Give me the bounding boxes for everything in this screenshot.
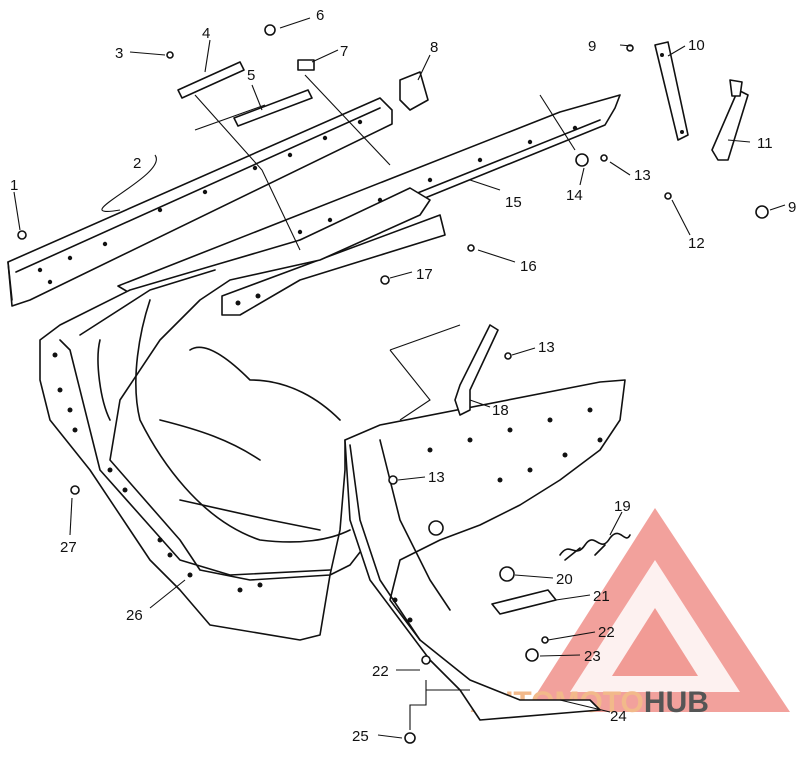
part-main-body <box>39 187 431 641</box>
callout-15: 15 <box>505 194 522 211</box>
callout-23: 23 <box>584 648 601 665</box>
callout-19: 19 <box>614 498 631 515</box>
callout-labels: 1 2 3 4 5 6 7 8 9 10 11 9 12 13 14 15 16… <box>10 7 796 745</box>
part-hinge-strap <box>654 41 689 141</box>
callout-13b: 13 <box>538 339 555 356</box>
part-strip <box>233 89 313 127</box>
callout-9b: 9 <box>788 199 796 216</box>
part-upper-rail <box>7 97 393 307</box>
callout-8: 8 <box>430 39 438 56</box>
callout-3: 3 <box>115 45 123 62</box>
callout-6: 6 <box>316 7 324 24</box>
assembly-lines <box>194 74 576 421</box>
part-clip <box>399 71 429 111</box>
callout-17: 17 <box>416 266 433 283</box>
callout-24: 24 <box>610 708 627 725</box>
callout-4: 4 <box>202 25 210 42</box>
callout-27: 27 <box>60 539 77 556</box>
part-arm <box>711 79 749 161</box>
callout-21: 21 <box>593 588 610 605</box>
callout-9a: 9 <box>588 38 596 55</box>
callout-14: 14 <box>566 187 583 204</box>
callout-5: 5 <box>247 67 255 84</box>
callout-18: 18 <box>492 402 509 419</box>
part-spring <box>559 532 631 561</box>
callout-16: 16 <box>520 258 537 275</box>
watermark-logo: AUTOMOTOHUB <box>470 508 790 719</box>
leader-lines <box>13 17 786 739</box>
callout-20: 20 <box>556 571 573 588</box>
part-mounting-plate <box>221 214 446 316</box>
callout-22a: 22 <box>598 624 615 641</box>
callout-26: 26 <box>126 607 143 624</box>
callout-1: 1 <box>10 177 18 194</box>
callout-13a: 13 <box>634 167 651 184</box>
fasteners <box>17 24 769 744</box>
callout-10: 10 <box>688 37 705 54</box>
callout-12: 12 <box>688 235 705 252</box>
callout-2: 2 <box>133 155 141 172</box>
callout-13c: 13 <box>428 469 445 486</box>
callout-11: 11 <box>757 135 773 152</box>
part-tab <box>177 61 245 99</box>
part-small-plate <box>491 589 557 615</box>
part-bracket <box>454 324 499 416</box>
part-front-panel <box>344 379 626 721</box>
callout-22b: 22 <box>372 663 389 680</box>
callout-7: 7 <box>340 43 348 60</box>
callout-25: 25 <box>352 728 369 745</box>
